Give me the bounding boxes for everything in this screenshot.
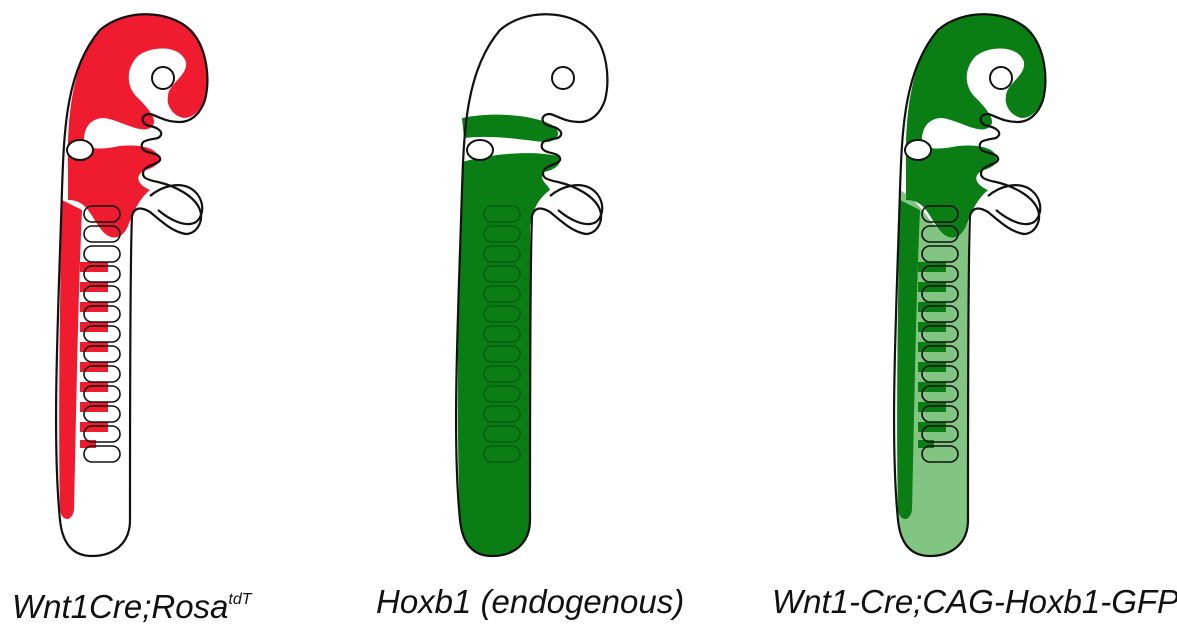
otic-vesicle [67, 140, 93, 160]
panel-hoxb1-endogenous [456, 14, 607, 556]
hoxb1-trunk-domain [458, 153, 560, 556]
reporter-expression-regions [59, 14, 207, 519]
caption-text: Hoxb1 (endogenous) [376, 583, 684, 620]
panel-wnt1cre-cag-hoxb1-gfp [894, 14, 1046, 556]
rhombomere-4-band [462, 115, 558, 142]
eye-vesicle [990, 67, 1012, 89]
caption-hoxb1-endogenous: Hoxb1 (endogenous) [376, 582, 684, 622]
eye-vesicle [552, 67, 574, 89]
otic-vesicle [905, 140, 931, 160]
caption-text: Wnt1-Cre;CAG-Hoxb1-GFP [772, 583, 1177, 620]
somite [84, 246, 120, 262]
caption-superscript: tdT [228, 591, 251, 608]
panel-wnt1cre-rosa [56, 14, 208, 556]
gfp-expression-regions [897, 14, 1045, 556]
otic-vesicle [467, 140, 493, 160]
caption-text: Wnt1Cre;Rosa [12, 588, 228, 625]
somite [84, 446, 120, 462]
eye-vesicle [152, 67, 174, 89]
trunk-neural-crest-stripe [59, 200, 82, 519]
caption-wnt1cre-cag-hoxb1-gfp: Wnt1-Cre;CAG-Hoxb1-GFP [772, 582, 1177, 622]
caption-wnt1cre-rosa: Wnt1Cre;RosatdT [12, 582, 252, 627]
hoxb1-expression-regions [458, 115, 560, 556]
